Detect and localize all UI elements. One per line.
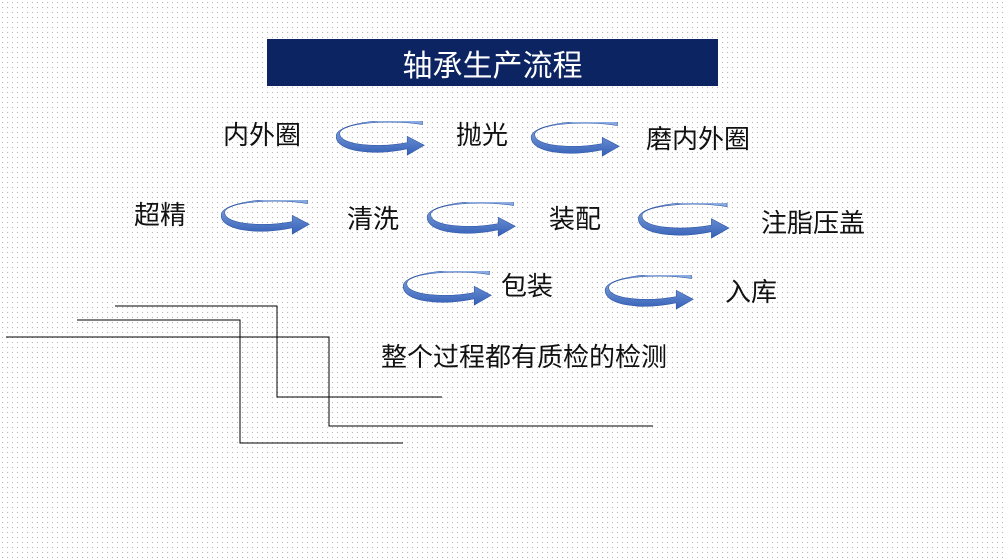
step-label: 包装: [501, 272, 554, 302]
step-label: 内外圈: [223, 121, 302, 151]
curved-arrow-icon: [336, 121, 425, 156]
step-label: 超精: [134, 201, 187, 231]
curved-arrow-icon: [426, 202, 516, 237]
connector-line: [77, 319, 403, 444]
step-label: 磨内外圈: [646, 125, 751, 155]
step-label: 入库: [725, 278, 778, 308]
connector-line: [115, 305, 442, 398]
curved-arrow-icon: [221, 200, 310, 235]
step-label: 注脂压盖: [761, 209, 866, 239]
page-title: 轴承生产流程: [267, 39, 718, 86]
curved-arrow-icon: [638, 203, 730, 239]
connector-lines: [6, 305, 653, 444]
curved-arrow-icon: [604, 275, 694, 310]
curved-arrow-icon: [530, 122, 620, 157]
step-label: 抛光: [456, 121, 509, 151]
quality-note: 整个过程都有质检的检测: [381, 343, 668, 373]
connector-line: [6, 336, 653, 427]
curved-arrow-icon: [403, 271, 492, 306]
step-label: 清洗: [347, 205, 400, 235]
step-label: 装配: [549, 205, 602, 235]
